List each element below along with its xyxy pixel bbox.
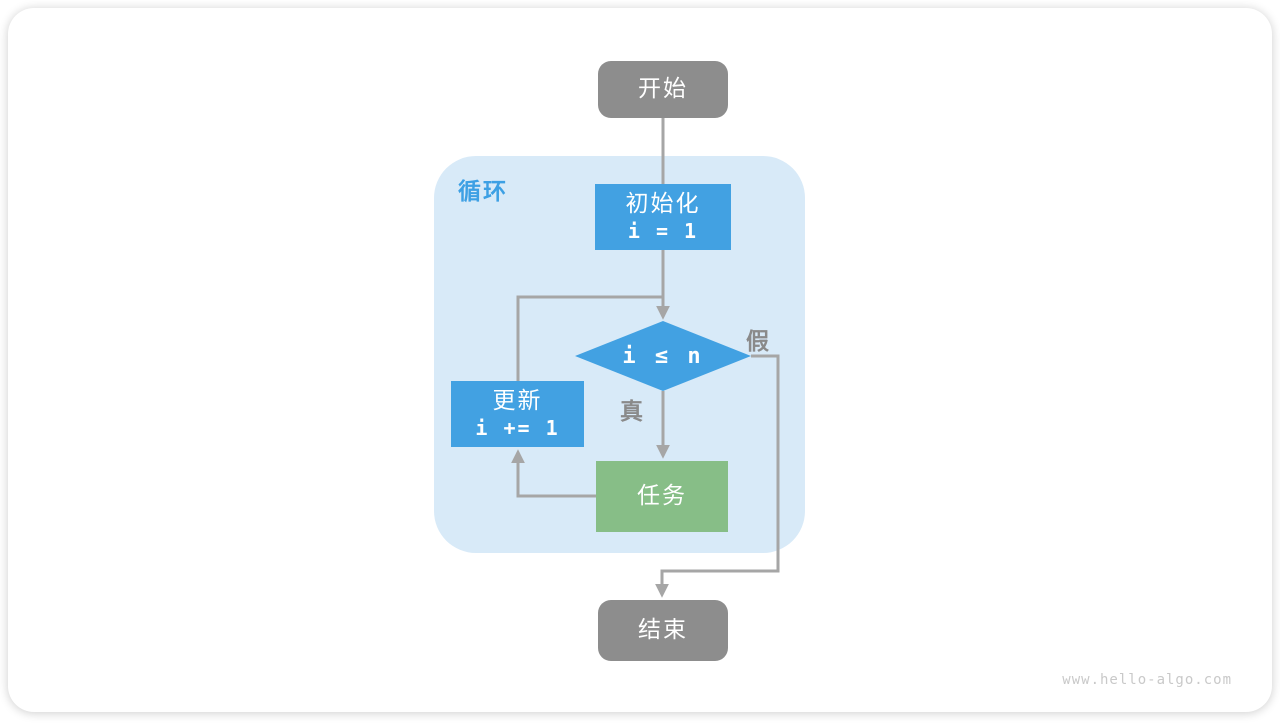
- start-node: 开始: [598, 61, 728, 118]
- init-node-title: 初始化: [625, 191, 701, 218]
- diagram-card: 循环 开始 初始化 i = 1 i ≤ n 假 真 更新 i += 1 任务: [8, 8, 1272, 712]
- end-node-label: 结束: [638, 617, 688, 644]
- edge-update-to-main: [516, 295, 663, 383]
- false-branch-label: 假: [746, 329, 769, 355]
- init-node: 初始化 i = 1: [595, 184, 731, 250]
- update-node-code: i += 1: [475, 415, 560, 440]
- update-node: 更新 i += 1: [451, 381, 584, 447]
- flowchart-connectors: [511, 118, 780, 598]
- task-node-label: 任务: [637, 483, 687, 510]
- watermark: www.hello-algo.com: [1062, 672, 1232, 688]
- loop-region-label: 循环: [458, 179, 508, 205]
- edge-condition-to-end: [655, 354, 780, 598]
- task-node: 任务: [596, 461, 728, 532]
- condition-node-label: i ≤ n: [622, 343, 704, 369]
- update-node-title: 更新: [492, 388, 543, 415]
- init-node-code: i = 1: [627, 218, 699, 243]
- edge-task-to-update: [511, 449, 596, 498]
- start-node-label: 开始: [638, 76, 688, 103]
- true-branch-label: 真: [620, 399, 643, 425]
- condition-diamond: [575, 321, 751, 391]
- end-node: 结束: [598, 600, 728, 661]
